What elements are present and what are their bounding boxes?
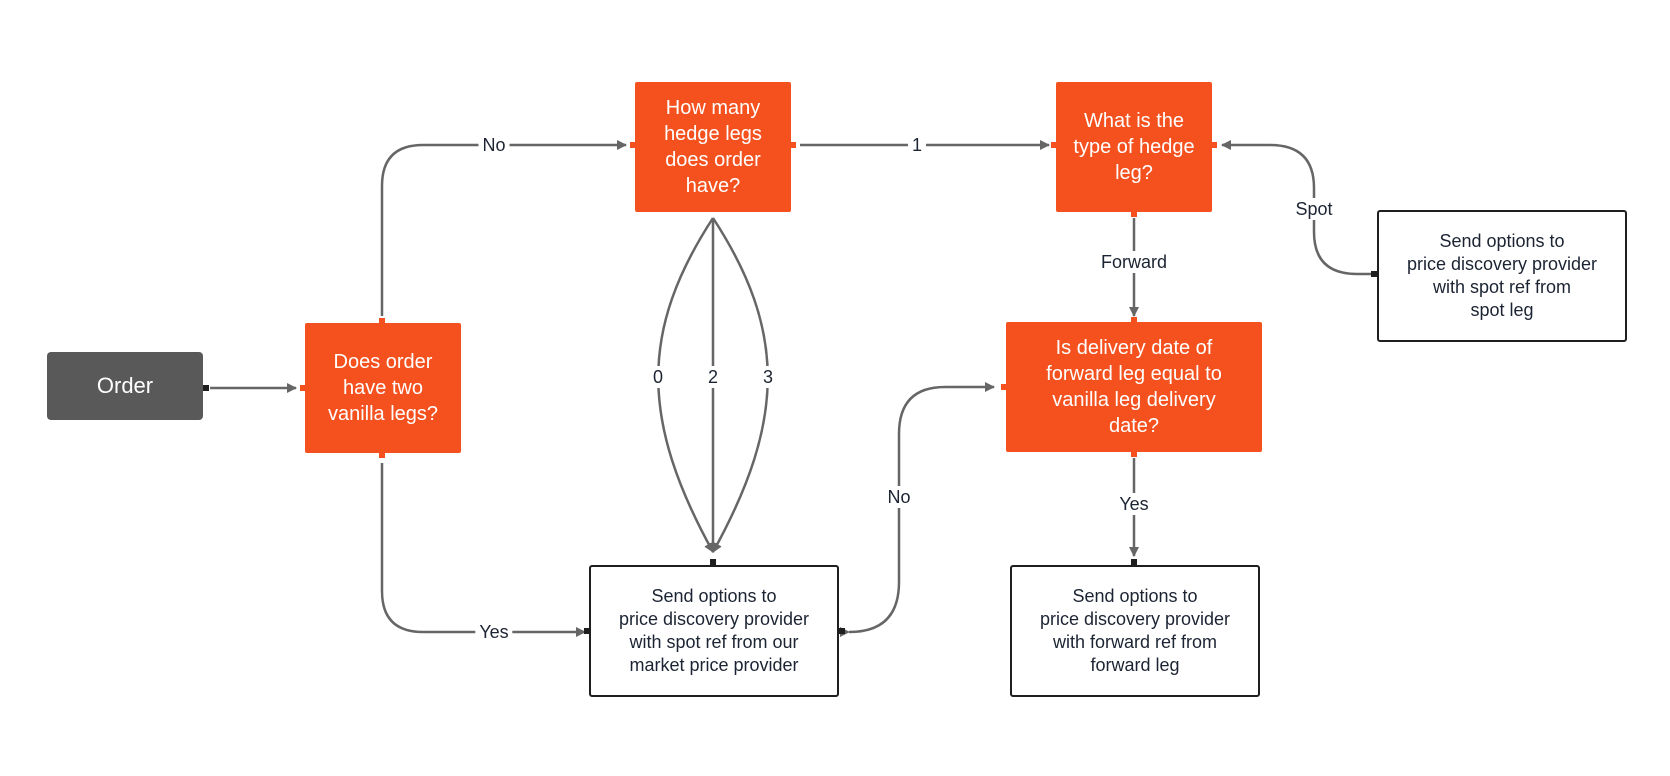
edge-label-yes-right: Yes	[1115, 493, 1153, 515]
port-two-vanilla-bottom	[379, 452, 385, 458]
port-two-vanilla-left	[300, 385, 306, 391]
edge-label-yes-bottom: Yes	[475, 621, 513, 643]
port-two-vanilla-top	[379, 318, 385, 324]
port-forward-top	[1131, 559, 1137, 565]
process-label: Send options to price discovery provider…	[1406, 231, 1598, 320]
port-market-left	[584, 628, 590, 634]
decision-label: Is delivery date of forward leg equal to…	[1046, 337, 1222, 437]
decision-label: Does order have two vanilla legs?	[327, 351, 439, 425]
decision-label: What is the type of hedge leg?	[1073, 110, 1195, 184]
start-node-order[interactable]: Order	[47, 352, 203, 420]
decision-delivery-date[interactable]: Is delivery date of forward leg equal to…	[1006, 322, 1262, 452]
process-send-market-ref[interactable]: Send options to price discovery provider…	[589, 565, 839, 697]
start-node-label: Order	[96, 373, 154, 398]
process-send-forward-ref[interactable]: Send options to price discovery provider…	[1010, 565, 1260, 697]
port-market-right	[839, 628, 845, 634]
port-hedge-type-left	[1051, 142, 1057, 148]
port-market-top	[710, 559, 716, 565]
process-label: Send options to price discovery provider…	[618, 586, 810, 675]
edge-label-one: 1	[907, 134, 927, 156]
process-label: Send options to price discovery provider…	[1039, 586, 1231, 675]
edge-label-two: 2	[703, 366, 723, 388]
edge-label-no-mid: No	[883, 486, 915, 508]
port-order-right	[203, 385, 209, 391]
port-hedge-type-right	[1211, 142, 1217, 148]
port-hedge-count-right	[790, 142, 796, 148]
edge-label-no-top: No	[478, 134, 510, 156]
decision-hedge-leg-count[interactable]: How many hedge legs does order have?	[635, 82, 791, 212]
edge-label-three: 3	[758, 366, 778, 388]
decision-two-vanilla-legs[interactable]: Does order have two vanilla legs?	[305, 323, 461, 453]
decision-hedge-leg-type[interactable]: What is the type of hedge leg?	[1056, 82, 1212, 212]
edge-label-forward: Forward	[1096, 251, 1172, 273]
port-hedge-type-bottom	[1131, 211, 1137, 217]
process-send-spot-ref[interactable]: Send options to price discovery provider…	[1377, 210, 1627, 342]
port-spot-left	[1371, 271, 1377, 277]
port-delivery-bottom	[1131, 451, 1137, 457]
port-delivery-top	[1131, 317, 1137, 323]
edge-label-zero: 0	[648, 366, 668, 388]
edge-delivery-no	[839, 382, 995, 638]
decision-label: How many hedge legs does order have?	[664, 97, 762, 197]
edge-label-spot: Spot	[1291, 198, 1337, 220]
port-hedge-count-left	[630, 142, 636, 148]
edge-two-vanilla-yes	[380, 463, 586, 637]
edge-two-vanilla-no	[380, 140, 627, 316]
port-delivery-left	[1001, 384, 1007, 390]
